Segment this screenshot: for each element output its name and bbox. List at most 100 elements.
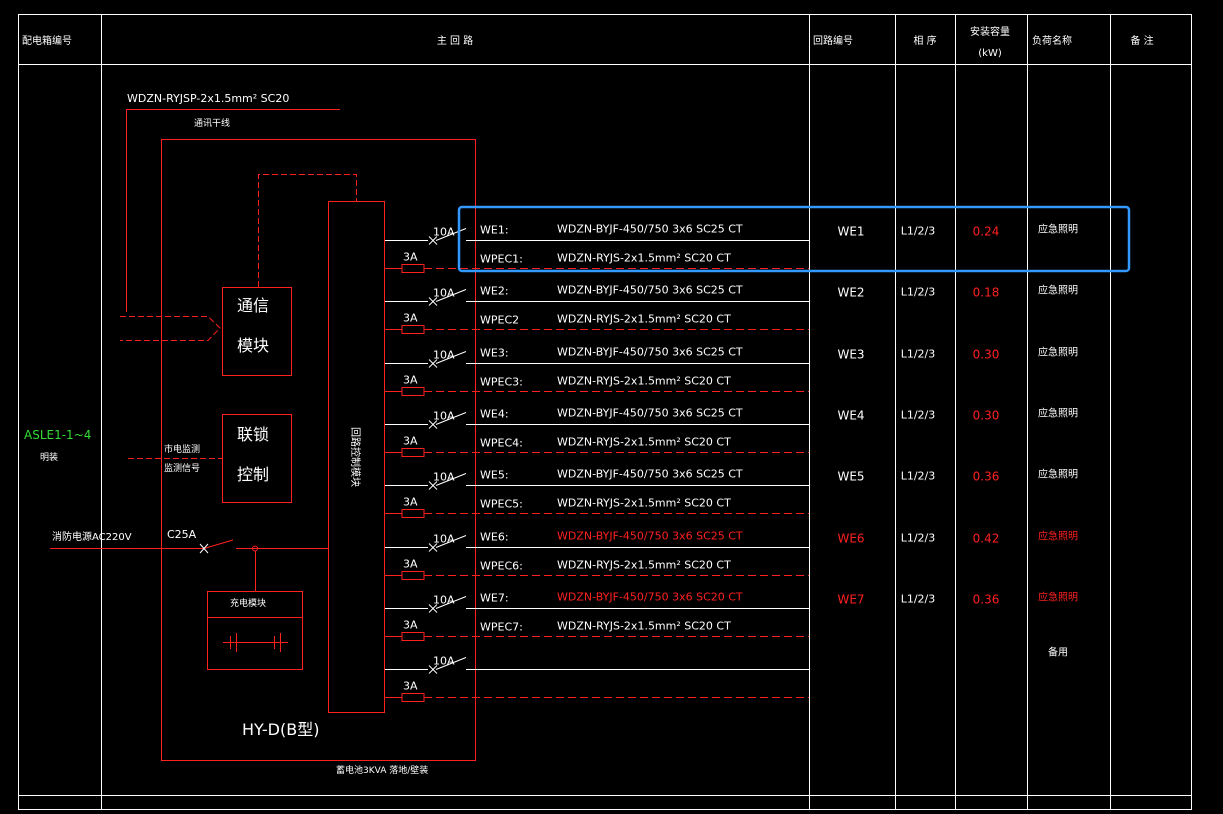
wpec-cable-spec: WDZN-RYJS-2x1.5mm² SC20 CT [557, 252, 731, 265]
breaker-rating: 10A [433, 226, 455, 239]
footer-label: 蓄电池3KVA 落地/壁装 [336, 764, 428, 776]
box-id-label: ASLE1-1~4 [24, 428, 91, 442]
circuit-rows: 10A 3A WE1: WDZN-BYJF-450/750 3x6 SC25 CT WP… [385, 223, 1078, 702]
breaker-rating: 10A [433, 594, 455, 607]
header-main-circuit: 主 回 路 [437, 34, 473, 47]
we-cable-spec: WDZN-BYJF-450/750 3x6 SC25 CT [557, 468, 743, 481]
fuse [401, 509, 425, 518]
breaker-switch [435, 473, 467, 486]
we-label: WE5: [480, 469, 509, 482]
load-name: 应急照明 [1038, 591, 1078, 604]
we-label: WE6: [480, 531, 509, 544]
comm-trunk-label: 通讯干线 [194, 117, 230, 129]
fuse [401, 571, 425, 580]
charger-label: 充电模块 [230, 597, 266, 609]
we-cable-spec: WDZN-BYJF-450/750 3x6 SC25 CT [557, 223, 743, 236]
we-cable-spec: WDZN-BYJF-450/750 3x6 SC20 CT [557, 591, 743, 604]
phase: L1/2/3 [901, 593, 936, 606]
comm-cable-label: WDZN-RYJSP-2x1.5mm² SC20 [127, 92, 289, 105]
circuit-id: WE2 [837, 286, 864, 300]
wpec-cable-spec: WDZN-RYJS-2x1.5mm² SC20 CT [557, 375, 731, 388]
power-kw: 0.18 [973, 286, 1000, 300]
header-note: 备 注 [1130, 34, 1153, 47]
header-power-unit: (kW) [978, 48, 1002, 59]
we-label: WE7: [480, 592, 509, 605]
wpec-cable-spec: WDZN-RYJS-2x1.5mm² SC20 CT [557, 497, 731, 510]
wpec-label: WPEC2 [480, 314, 519, 327]
breaker-cross [428, 604, 438, 613]
wpec-label: WPEC3: [480, 376, 523, 389]
power-kw: 0.36 [973, 593, 1000, 607]
fuse-rating: 3A [403, 435, 418, 448]
fuse-rating: 3A [403, 312, 418, 325]
breaker-cross [428, 481, 438, 490]
wpec-cable-spec: WDZN-RYJS-2x1.5mm² SC20 CT [557, 313, 731, 326]
we-label: WE1: [480, 224, 509, 237]
main-breaker-label: C25A [167, 528, 197, 541]
selection-highlight[interactable] [457, 205, 1131, 273]
breaker-switch [435, 289, 467, 302]
breaker-cross [428, 543, 438, 552]
comm-module-line2: 模块 [237, 336, 269, 355]
breaker-cross [428, 420, 438, 429]
fuse-rating: 3A [403, 619, 418, 632]
wpec-label: WPEC1: [480, 253, 523, 266]
breaker-cross [428, 297, 438, 306]
circuit-id: WE5 [837, 470, 864, 484]
fuse-rating: 3A [403, 496, 418, 509]
breaker-rating: 10A [433, 533, 455, 546]
fuse [401, 264, 425, 273]
header-dist-box: 配电箱编号 [22, 34, 72, 47]
wpec-label: WPEC5: [480, 498, 523, 511]
power-kw: 0.30 [973, 348, 1000, 362]
we-label: WE3: [480, 347, 509, 360]
circuit-id: WE1 [837, 225, 864, 239]
wpec-cable-spec: WDZN-RYJS-2x1.5mm² SC20 CT [557, 436, 731, 449]
load-name: 应急照明 [1038, 407, 1078, 420]
fuse-rating: 3A [403, 558, 418, 571]
we-label: WE2: [480, 285, 509, 298]
phase: L1/2/3 [901, 225, 936, 238]
phase: L1/2/3 [901, 286, 936, 299]
phase: L1/2/3 [901, 532, 936, 545]
load-name: 应急照明 [1038, 346, 1078, 359]
phase: L1/2/3 [901, 348, 936, 361]
fuse [401, 632, 425, 641]
breaker-rating: 10A [433, 471, 455, 484]
main-breaker-mark [199, 543, 209, 554]
comm-module-line1: 通信 [237, 296, 269, 315]
breaker-switch [435, 657, 467, 670]
wpec-label: WPEC4: [480, 437, 523, 450]
wpec-cable-spec: WDZN-RYJS-2x1.5mm² SC20 CT [557, 620, 731, 633]
header-phase: 相 序 [913, 34, 936, 47]
fuse-rating: 3A [403, 251, 418, 264]
circuit-id: WE4 [837, 409, 864, 423]
wpec-cable-spec: WDZN-RYJS-2x1.5mm² SC20 CT [557, 559, 731, 572]
wiring [50, 109, 476, 761]
wpec-label: WPEC7: [480, 621, 523, 634]
we-label: WE4: [480, 408, 509, 421]
header-load: 负荷名称 [1032, 34, 1072, 47]
breaker-switch [435, 535, 467, 548]
fuse [401, 325, 425, 334]
fuse-rating: 3A [403, 374, 418, 387]
load-name: 应急照明 [1038, 530, 1078, 543]
header-circuit-id: 回路编号 [813, 34, 853, 47]
interlock-line1: 联锁 [237, 425, 269, 444]
mains-monitor-line1: 市电监测 [164, 443, 200, 455]
breaker-switch [435, 412, 467, 425]
header-power: 安装容量 [970, 25, 1010, 38]
breaker-cross [428, 359, 438, 368]
mains-monitor-line2: 监测信号 [164, 462, 200, 474]
model-label: HY-D(B型) [242, 720, 319, 739]
breaker-rating: 10A [433, 287, 455, 300]
phase: L1/2/3 [901, 470, 936, 483]
power-kw: 0.42 [973, 532, 1000, 546]
power-kw: 0.24 [973, 225, 1000, 239]
load-name: 应急照明 [1038, 284, 1078, 297]
fire-power-label: 消防电源AC220V [52, 530, 132, 543]
circuit-id: WE3 [837, 348, 864, 362]
breaker-rating: 10A [433, 410, 455, 423]
breaker-switch [435, 596, 467, 609]
